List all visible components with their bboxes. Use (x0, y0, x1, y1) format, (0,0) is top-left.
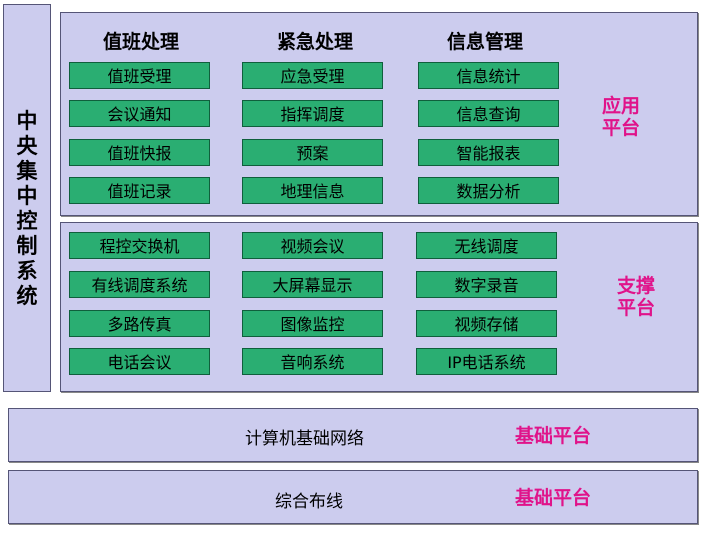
header-duty-processing: 值班处理 (102, 31, 179, 53)
application-platform-label: 应用 平台 (601, 95, 640, 139)
cell-geographic-info: 地理信息 (242, 177, 383, 204)
cell-duty-bulletin: 值班快报 (69, 139, 210, 166)
cell-smart-report: 智能报表 (418, 139, 559, 166)
application-platform-panel: 值班处理 紧急处理 信息管理 值班受理 会议通知 值班快报 值班记录 应急受理 … (60, 12, 698, 216)
base-platform-label-1: 基础平台 (515, 425, 592, 447)
cell-wireless-dispatch: 无线调度 (416, 232, 557, 259)
cell-meeting-notice: 会议通知 (69, 100, 210, 127)
cell-duty-record: 值班记录 (69, 177, 210, 204)
cell-video-storage: 视频存储 (416, 310, 557, 337)
base-platform-cabling-panel: 综合布线 基础平台 (8, 470, 698, 524)
base-platform-label-2: 基础平台 (515, 487, 592, 509)
cell-image-monitoring: 图像监控 (242, 310, 383, 337)
cell-info-query: 信息查询 (418, 100, 559, 127)
cell-command-dispatch: 指挥调度 (242, 100, 383, 127)
cell-duty-acceptance: 值班受理 (69, 62, 210, 89)
base-platform-network-panel: 计算机基础网络 基础平台 (8, 408, 698, 462)
cell-program-switch: 程控交换机 (69, 232, 210, 259)
cell-data-analysis: 数据分析 (418, 177, 559, 204)
integrated-cabling-text: 综合布线 (275, 492, 343, 512)
cell-wired-dispatch-system: 有线调度系统 (69, 271, 210, 298)
cell-contingency-plan: 预案 (242, 139, 383, 166)
cell-digital-recording: 数字录音 (416, 271, 557, 298)
cell-emergency-acceptance: 应急受理 (242, 62, 383, 89)
cell-video-conference: 视频会议 (242, 232, 383, 259)
cell-phone-conference: 电话会议 (69, 348, 210, 375)
cell-large-screen-display: 大屏幕显示 (242, 271, 383, 298)
cell-multi-fax: 多路传真 (69, 310, 210, 337)
header-emergency-processing: 紧急处理 (276, 31, 353, 53)
computer-network-text: 计算机基础网络 (245, 429, 364, 449)
support-platform-label: 支撑 平台 (616, 275, 655, 319)
central-control-system-label-box: 中 央 集 中 控 制 系 统 (3, 4, 51, 392)
header-information-management: 信息管理 (446, 31, 523, 53)
cell-info-statistics: 信息统计 (418, 62, 559, 89)
central-control-system-label: 中 央 集 中 控 制 系 统 (16, 109, 38, 308)
support-platform-panel: 程控交换机 有线调度系统 多路传真 电话会议 视频会议 大屏幕显示 图像监控 音… (60, 222, 698, 392)
cell-ip-phone-system: IP电话系统 (416, 348, 557, 375)
cell-audio-system: 音响系统 (242, 348, 383, 375)
